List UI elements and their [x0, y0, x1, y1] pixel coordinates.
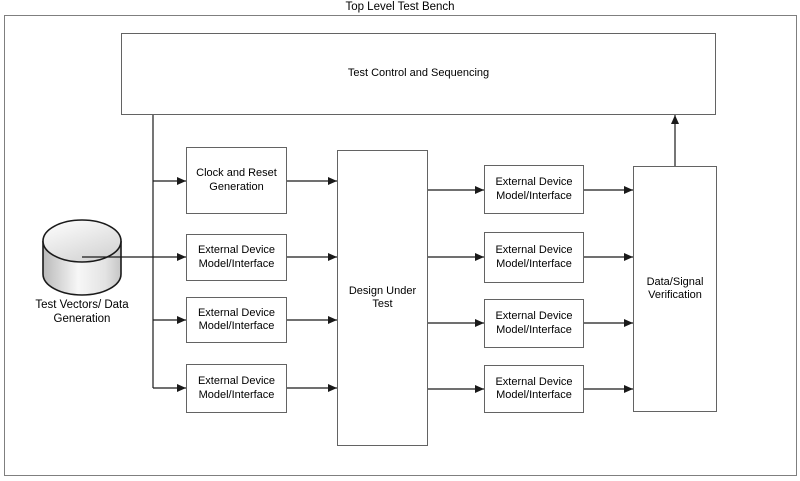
node-label: External Device Model/Interface — [495, 375, 573, 402]
node-external-device-right-1: External Device Model/Interface — [484, 165, 584, 214]
node-label: Clock and Reset Generation — [196, 167, 277, 193]
node-external-device-right-3: External Device Model/Interface — [484, 299, 584, 348]
node-label: External Device Model/Interface — [495, 244, 573, 270]
node-clock-and-reset-generation: Clock and Reset Generation — [186, 147, 287, 214]
node-label: Data/Signal Verification — [646, 275, 704, 302]
node-label: Design Under Test — [348, 284, 417, 311]
node-label: External Device Model/Interface — [495, 310, 573, 336]
node-external-device-right-4: External Device Model/Interface — [484, 365, 584, 413]
node-data-signal-verification: Data/Signal Verification — [633, 166, 717, 412]
node-external-device-left-1: External Device Model/Interface — [186, 234, 287, 281]
test-vectors-label: Test Vectors/ Data Generation — [35, 299, 129, 325]
node-label: External Device Model/Interface — [495, 176, 573, 202]
database-cylinder-icon — [42, 219, 122, 296]
node-test-control-and-sequencing: Test Control and Sequencing — [121, 33, 716, 115]
node-external-device-left-3: External Device Model/Interface — [186, 364, 287, 413]
connector-lines — [82, 115, 679, 393]
node-label: External Device Model/Interface — [197, 375, 276, 401]
node-label: External Device Model/Interface — [197, 306, 276, 333]
diagram-title: Top Level Test Bench — [345, 1, 455, 13]
node-external-device-left-2: External Device Model/Interface — [186, 297, 287, 343]
node-label: External Device Model/Interface — [197, 244, 276, 270]
node-design-under-test: Design Under Test — [337, 150, 428, 446]
test-bench-boundary — [4, 15, 797, 476]
node-external-device-right-2: External Device Model/Interface — [484, 232, 584, 283]
node-label: Test Control and Sequencing — [347, 67, 490, 80]
